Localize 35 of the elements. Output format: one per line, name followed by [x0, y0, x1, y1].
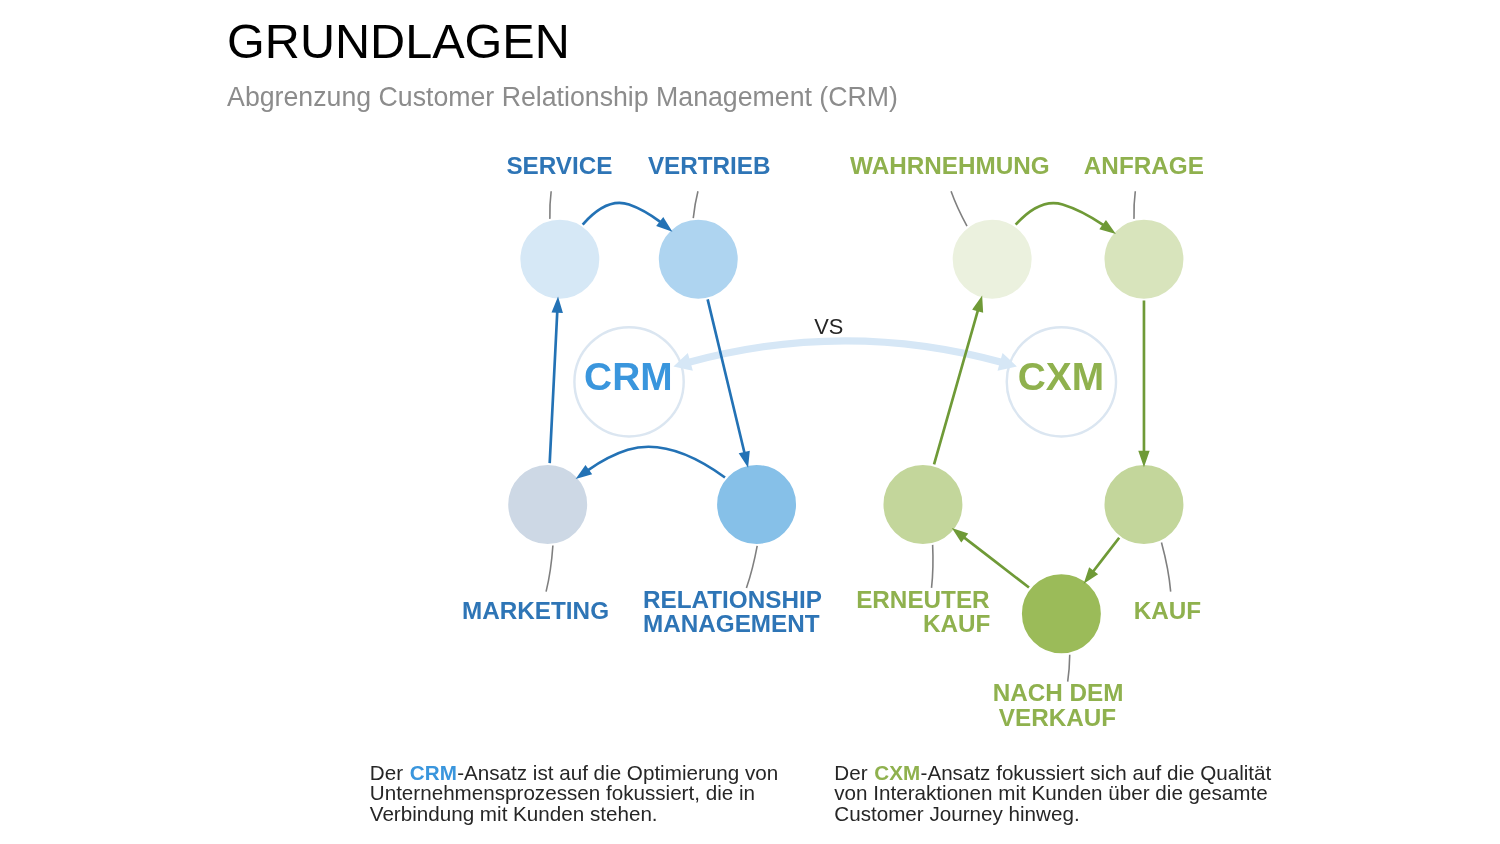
- connector: [745, 544, 758, 589]
- node-text: WAHRNEHMUNG: [849, 151, 1050, 179]
- label: Der CXM-Ansatz fokussiert sich auf die Qualität von Interaktionen mit Kunden über die gesamte Customer Journey hinweg.: [833, 760, 1271, 825]
- node-text: ANFRAGE: [1083, 151, 1204, 179]
- connector: [930, 543, 934, 589]
- arrow: [951, 527, 1030, 589]
- node-text: KAUF: [1133, 596, 1201, 624]
- arrow: [1014, 201, 1116, 234]
- connector: [692, 189, 699, 219]
- connector: [1132, 189, 1136, 220]
- node-circle: CRM: [572, 325, 685, 438]
- node-text: SERVICE: [505, 151, 612, 179]
- arrow: [581, 201, 672, 232]
- connector: [949, 189, 968, 227]
- arrow: [1083, 536, 1120, 584]
- node-text: VERTRIEB: [647, 151, 771, 179]
- node-text: RELATIONSHIP MANAGEMENT: [642, 585, 822, 637]
- connector: [548, 189, 552, 220]
- node-circle: CXM: [1005, 325, 1117, 438]
- connector: [1160, 541, 1171, 592]
- arrow: [575, 445, 726, 479]
- node-text: MARKETING: [461, 596, 609, 624]
- label: Der CRM-Ansatz ist auf die Optimierung von Unternehmensprozessen fokussiert, die in Verbindung mit Kunden stehen.: [369, 760, 778, 825]
- node-text: NACH DEM VERKAUF: [992, 678, 1124, 730]
- connector: [1066, 653, 1071, 682]
- label: Abgrenzung Customer Relationship Management (CRM): [226, 81, 898, 112]
- arrow: [705, 298, 750, 468]
- node-text: ERNEUTER KAUF: [855, 585, 990, 637]
- arrow: [672, 336, 1017, 371]
- arrow: [547, 295, 563, 463]
- edge-label: VS: [813, 313, 843, 339]
- arrow: [932, 295, 983, 465]
- connector: [544, 544, 554, 592]
- diagram-title: GRUNDLAGEN: [226, 13, 570, 68]
- arrow: [1137, 300, 1150, 467]
